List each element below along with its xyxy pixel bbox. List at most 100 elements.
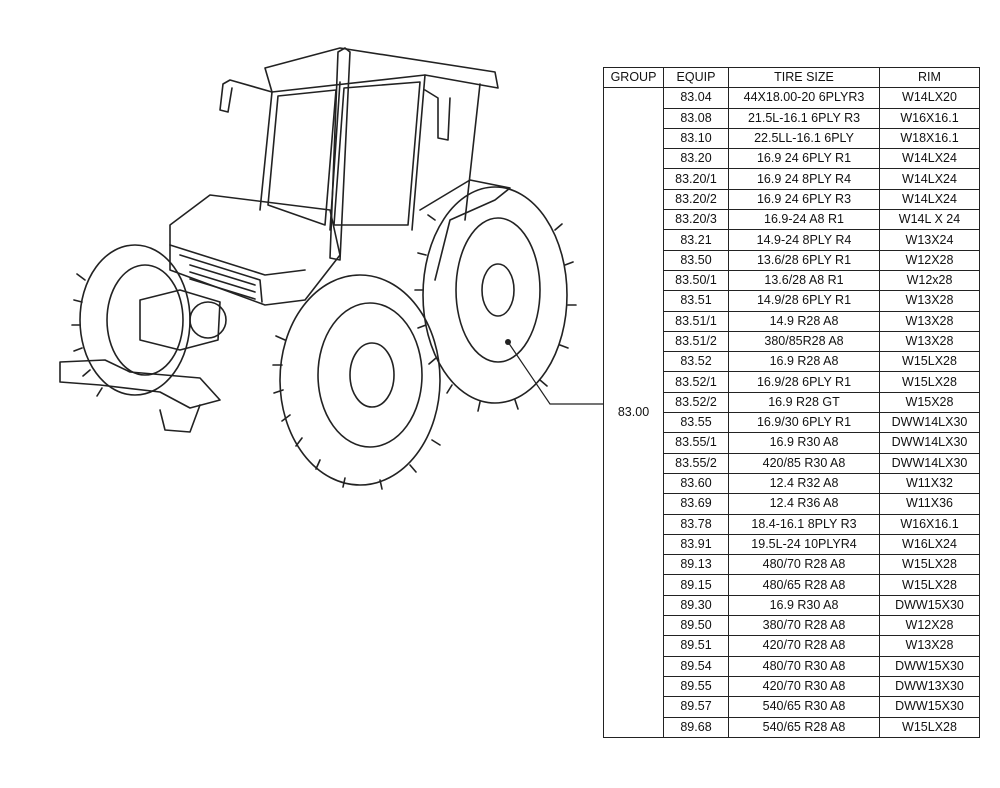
equip-cell: 83.52/2 xyxy=(663,391,729,414)
tire-size-cell: 44X18.00-20 6PLYR3 xyxy=(728,87,880,109)
header-rim: RIM xyxy=(879,66,980,89)
equip-cell: 89.51 xyxy=(663,635,729,657)
equip-cell: 83.52 xyxy=(663,351,729,373)
tire-size-cell: 21.5L-16.1 6PLY R3 xyxy=(728,107,880,129)
rim-cell: W13X28 xyxy=(879,635,980,657)
rim-cell: W15LX28 xyxy=(879,574,980,596)
tire-size-cell: 14.9 R28 A8 xyxy=(728,310,880,332)
front-right-wheel xyxy=(272,274,441,490)
rim-cell: DWW14LX30 xyxy=(879,432,980,454)
equip-cell: 89.13 xyxy=(663,554,729,576)
header-tire-size: TIRE SIZE xyxy=(728,66,880,89)
rim-cell: W14LX24 xyxy=(879,168,980,190)
right-mirror xyxy=(424,89,451,141)
equip-cell: 89.54 xyxy=(663,655,729,677)
header-group: GROUP xyxy=(603,66,664,89)
exhaust-pipe xyxy=(329,47,351,261)
equip-cell: 83.20 xyxy=(663,148,729,170)
equip-cell: 83.21 xyxy=(663,229,729,251)
equip-cell: 83.10 xyxy=(663,127,729,150)
tire-size-cell: 19.5L-24 10PLYR4 xyxy=(728,533,880,556)
equip-cell: 83.78 xyxy=(663,513,729,535)
tire-size-cell: 14.9/28 6PLY R1 xyxy=(728,290,880,312)
rim-cell: DWW14LX30 xyxy=(879,452,980,474)
rim-cell: DWW14LX30 xyxy=(879,412,980,434)
tire-size-cell: 420/70 R30 A8 xyxy=(728,675,880,698)
rim-cell: W16X16.1 xyxy=(879,513,980,535)
rear-right-wheel xyxy=(414,186,577,412)
equip-cell: 83.04 xyxy=(663,87,729,109)
equip-cell: 83.20/2 xyxy=(663,188,729,211)
equip-cell: 83.20/1 xyxy=(663,168,729,190)
equip-cell: 83.55 xyxy=(663,412,729,434)
tractor-illustration xyxy=(59,47,577,490)
tire-size-cell: 13.6/28 6PLY R1 xyxy=(728,249,880,271)
rim-cell: W15LX28 xyxy=(879,716,980,738)
equip-cell: 83.50 xyxy=(663,249,729,271)
tire-size-cell: 16.9 24 8PLY R4 xyxy=(728,168,880,190)
rim-cell: W13X28 xyxy=(879,310,980,332)
equip-cell: 89.50 xyxy=(663,615,729,637)
equip-cell: 83.69 xyxy=(663,493,729,515)
tire-size-cell: 420/70 R28 A8 xyxy=(728,635,880,657)
rim-cell: W16X16.1 xyxy=(879,107,980,129)
equip-cell: 89.68 xyxy=(663,716,729,738)
tire-size-cell: 22.5LL-16.1 6PLY xyxy=(728,127,880,150)
equip-cell: 89.57 xyxy=(663,696,729,718)
tire-size-cell: 16.9 R30 A8 xyxy=(728,432,880,454)
rim-cell: W15X28 xyxy=(879,391,980,414)
rear-fender xyxy=(419,179,511,281)
left-mirror xyxy=(219,79,273,113)
rim-cell: W15LX28 xyxy=(879,554,980,576)
rim-cell: DWW15X30 xyxy=(879,594,980,617)
table-header-row: GROUP EQUIP TIRE SIZE RIM xyxy=(603,66,980,89)
equip-cell: 83.51 xyxy=(663,290,729,312)
tire-size-cell: 380/85R28 A8 xyxy=(728,330,880,353)
cab-frame xyxy=(259,74,481,231)
tire-size-cell: 16.9/30 6PLY R1 xyxy=(728,412,880,434)
equip-cell: 83.50/1 xyxy=(663,269,729,292)
equip-cell: 89.55 xyxy=(663,675,729,698)
hood xyxy=(169,194,341,306)
tire-size-cell: 16.9 R28 A8 xyxy=(728,351,880,373)
equip-cell: 83.08 xyxy=(663,107,729,129)
tire-size-cell: 480/65 R28 A8 xyxy=(728,574,880,596)
rim-cell: W12X28 xyxy=(879,249,980,271)
rim-cell: W12X28 xyxy=(879,615,980,637)
tire-size-cell: 380/70 R28 A8 xyxy=(728,615,880,637)
tire-size-cell: 480/70 R30 A8 xyxy=(728,655,880,677)
rim-cell: W18X16.1 xyxy=(879,127,980,150)
tire-size-cell: 16.9-24 A8 R1 xyxy=(728,209,880,231)
rim-cell: W15LX28 xyxy=(879,371,980,393)
rim-cell: W13X24 xyxy=(879,229,980,251)
header-equip: EQUIP xyxy=(663,66,729,89)
rim-cell: W12x28 xyxy=(879,269,980,292)
tire-size-cell: 540/65 R30 A8 xyxy=(728,696,880,718)
tire-size-cell: 540/65 R28 A8 xyxy=(728,716,880,738)
equip-cell: 83.91 xyxy=(663,533,729,556)
front-left-wheel xyxy=(71,244,191,397)
tire-size-cell: 420/85 R30 A8 xyxy=(728,452,880,474)
tire-size-cell: 12.4 R36 A8 xyxy=(728,493,880,515)
tire-size-cell: 14.9-24 8PLY R4 xyxy=(728,229,880,251)
equip-cell: 83.20/3 xyxy=(663,209,729,231)
